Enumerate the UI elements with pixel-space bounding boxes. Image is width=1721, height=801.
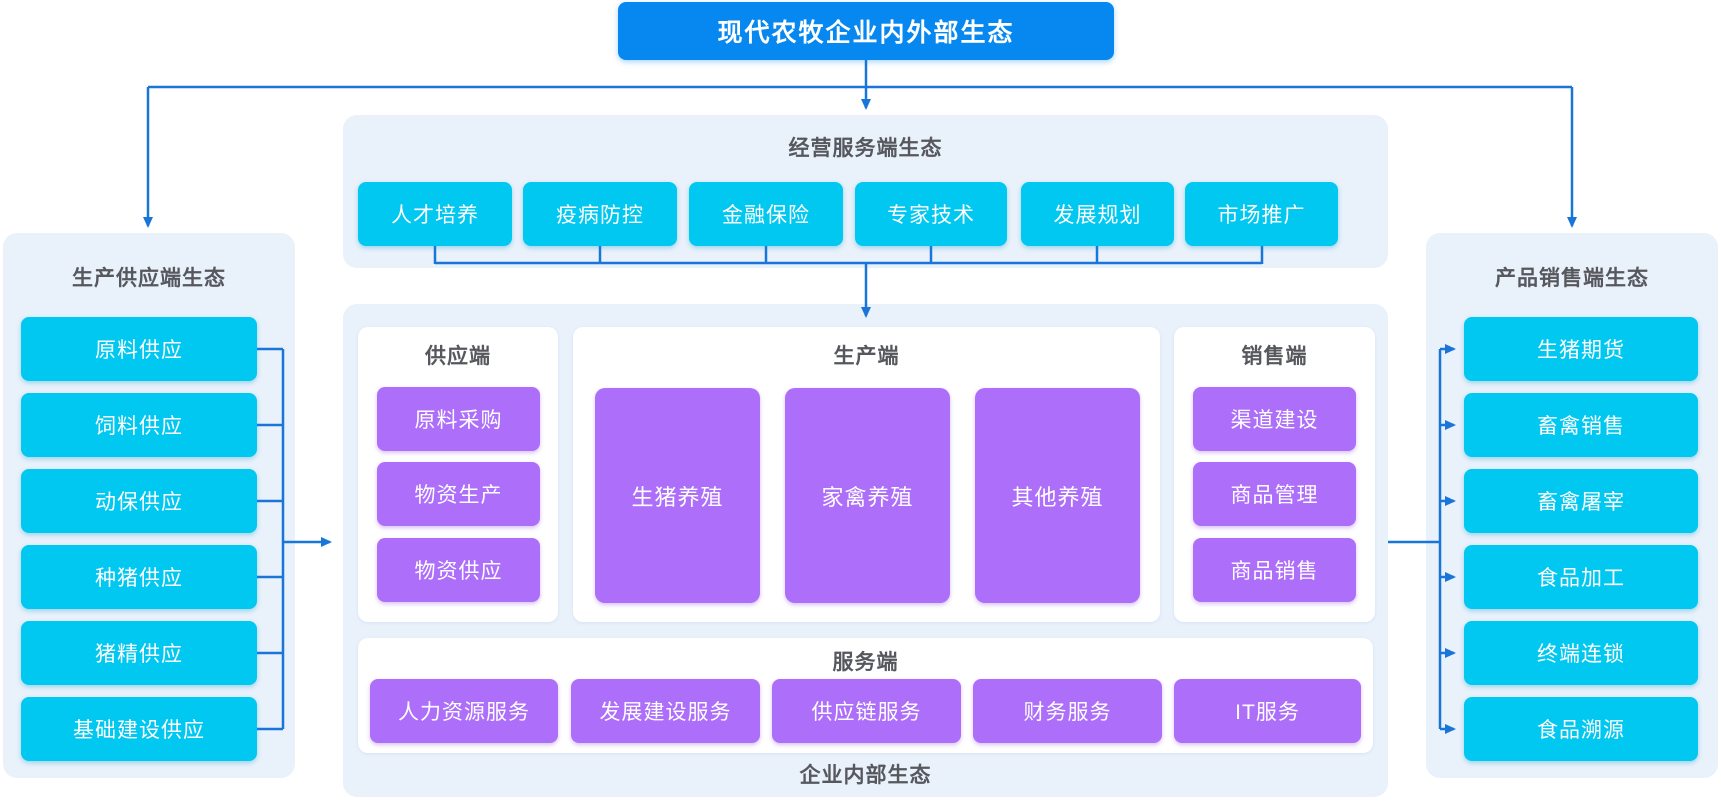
left-item-animal-health-supply: 动保供应 [21, 469, 257, 533]
left-item-infrastructure-supply: 基础建设供应 [21, 697, 257, 761]
service-item-development-construction-service: 发展建设服务 [571, 679, 760, 743]
service-card-title: 服务端 [832, 651, 899, 674]
production-item-poultry-farming: 家禽养殖 [785, 388, 950, 603]
top-item-disease-prevention: 疫病防控 [523, 182, 677, 246]
production-item-hog-farming: 生猪养殖 [595, 388, 760, 603]
service-item-supply-chain-service: 供应链服务 [772, 679, 961, 743]
right-panel-title: 产品销售端生态 [1495, 267, 1649, 290]
sales-card-title: 销售端 [1241, 345, 1308, 368]
top-item-talent-training: 人才培养 [358, 182, 512, 246]
right-item-livestock-sales: 畜禽销售 [1464, 393, 1698, 457]
left-item-raw-material-supply: 原料供应 [21, 317, 257, 381]
top-item-expert-technology: 专家技术 [855, 182, 1007, 246]
sales-item-product-sales: 商品销售 [1193, 538, 1356, 602]
supply-item-material-supply: 物资供应 [377, 538, 540, 602]
supply-item-material-production: 物资生产 [377, 462, 540, 526]
top-item-market-promotion: 市场推广 [1185, 182, 1338, 246]
right-item-terminal-chain: 终端连锁 [1464, 621, 1698, 685]
production-item-other-farming: 其他养殖 [975, 388, 1140, 603]
right-item-food-traceability: 食品溯源 [1464, 697, 1698, 761]
left-panel-title: 生产供应端生态 [72, 267, 226, 290]
sales-item-channel-building: 渠道建设 [1193, 387, 1356, 451]
left-item-pig-semen-supply: 猪精供应 [21, 621, 257, 685]
left-item-breeding-pig-supply: 种猪供应 [21, 545, 257, 609]
right-item-livestock-slaughter: 畜禽屠宰 [1464, 469, 1698, 533]
center-panel-label: 企业内部生态 [799, 764, 932, 787]
right-item-hog-futures: 生猪期货 [1464, 317, 1698, 381]
production-card-title: 生产端 [833, 345, 900, 368]
top-item-development-planning: 发展规划 [1021, 182, 1174, 246]
service-item-finance-service: 财务服务 [973, 679, 1162, 743]
right-item-food-processing: 食品加工 [1464, 545, 1698, 609]
left-item-feed-supply: 饲料供应 [21, 393, 257, 457]
supply-card-title: 供应端 [425, 345, 491, 368]
service-item-it-service: IT服务 [1174, 679, 1361, 743]
service-item-hr-service: 人力资源服务 [370, 679, 558, 743]
supply-item-raw-material-purchase: 原料采购 [377, 387, 540, 451]
top-panel-title: 经营服务端生态 [788, 137, 943, 160]
top-item-finance-insurance: 金融保险 [689, 182, 843, 246]
diagram-title: 现代农牧企业内外部生态 [618, 2, 1114, 60]
sales-item-product-management: 商品管理 [1193, 462, 1356, 526]
